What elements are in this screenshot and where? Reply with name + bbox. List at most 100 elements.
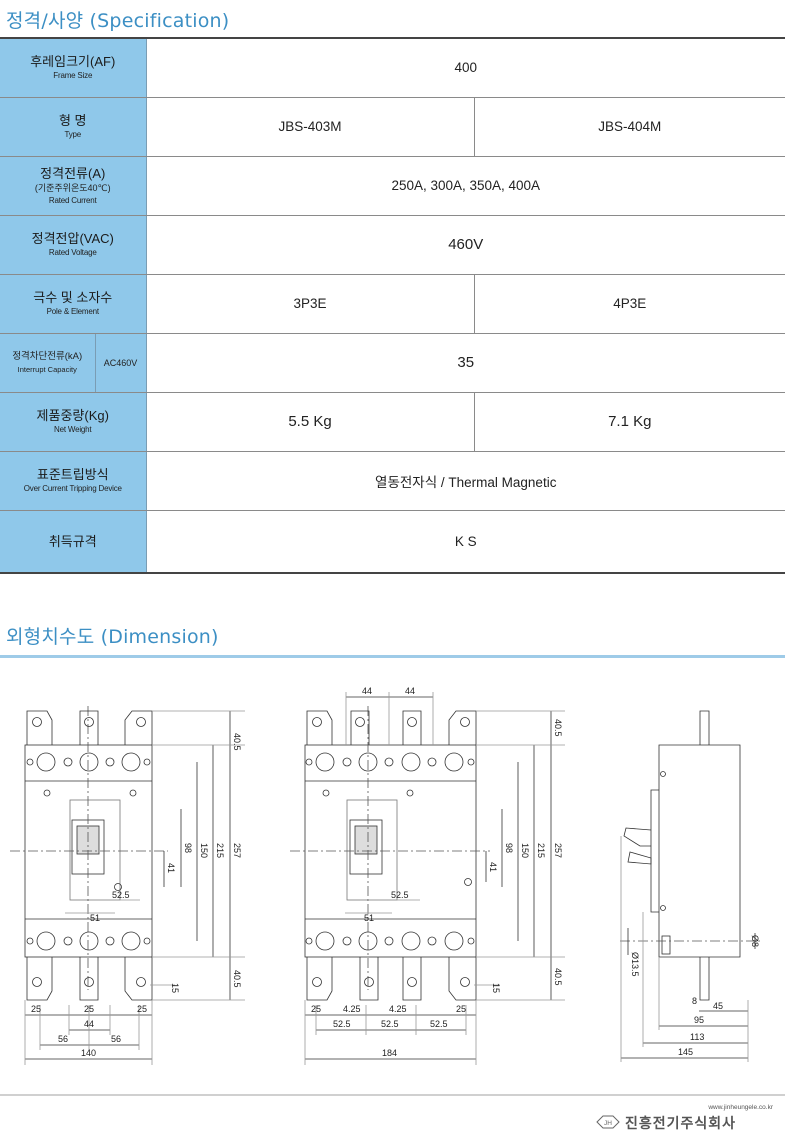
spec-row-cert: 취득규격 K S [0, 510, 785, 573]
dimension-title-rule [0, 655, 785, 658]
spec-row-type: 형 명 Type JBS-403M JBS-404M [0, 97, 785, 157]
dim-4p-bottom-height: 40.5 [553, 968, 563, 986]
label-en: Rated Current [48, 195, 97, 205]
label-ko: 표준트립방식 [36, 467, 109, 482]
dim-3p-v5: 41 [166, 863, 176, 873]
dim-3p-v3: 215 [215, 843, 225, 858]
dim-3p-bottom-height: 40.5 [232, 970, 242, 988]
label-sub: (기준주위온도40℃) [34, 182, 111, 193]
dim-4p-width: 184 [382, 1048, 397, 1058]
spec-section-title: 정격/사양 (Specification) [6, 10, 230, 32]
dim-3p-v2: 150 [199, 843, 209, 858]
dim-4p-bottom-2: 4.25 [389, 1004, 407, 1014]
dim-3p-pitch-1: 56 [111, 1034, 121, 1044]
spec-label-type: 형 명 Type [0, 97, 147, 157]
front-view-3p [10, 706, 245, 1065]
spec-value-poles-4p: 4P3E [473, 274, 785, 334]
spec-row-voltage: 정격전압(VAC) Rated Voltage 460V [0, 215, 785, 275]
label-ko: 정격전압(VAC) [31, 231, 114, 246]
dim-4p-h2: 51 [364, 913, 374, 923]
company-logo-text: JH [604, 1120, 612, 1127]
spec-table: 후레임크기(AF) Frame Size 400 형 명 Type JBS-40… [0, 37, 785, 574]
dim-4p-pitch-2: 52.5 [430, 1019, 448, 1029]
spec-row-tripping: 표준트립방식 Over Current Tripping Device 열동전자… [0, 451, 785, 511]
spec-label-poles: 극수 및 소자수 Pole & Element [0, 274, 147, 334]
label-en: Over Current Tripping Device [23, 484, 122, 493]
dimension-drawing: 40.5 40.5 257 215 150 98 41 52.5 51 15 2… [0, 660, 785, 1100]
dim-3p-v4: 257 [232, 843, 242, 858]
dim-3p-width: 140 [81, 1048, 96, 1058]
dim-4p-v1: 98 [504, 843, 514, 853]
dim-4p-top-pitch-1: 44 [405, 686, 415, 696]
spec-label-cert: 취득규격 [0, 510, 147, 573]
dim-side-hole: Ø8 [750, 935, 760, 947]
dim-side-d5: 145 [678, 1047, 693, 1057]
label-en: Pole & Element [46, 307, 100, 316]
dim-3p-bottom-1: 25 [84, 1004, 94, 1014]
label-ko: 제품중량(Kg) [36, 408, 109, 423]
spec-value-voltage: 460V [146, 215, 785, 275]
spec-row-frame: 후레임크기(AF) Frame Size 400 [0, 38, 785, 98]
dim-4p-top-pitch-0: 44 [362, 686, 372, 696]
dim-4p-v4: 257 [553, 843, 563, 858]
dim-4p-v2: 150 [520, 843, 530, 858]
company-logo-icon: JH [596, 1115, 620, 1129]
label-en: Frame Size [53, 71, 93, 81]
spec-label-current: 정격전류(A) (기준주위온도40℃) Rated Current [0, 156, 147, 216]
dim-3p-top-height: 40.5 [232, 733, 242, 751]
spec-value-current: 250A, 300A, 350A, 400A [146, 156, 785, 216]
dimension-section-title: 외형치수도 (Dimension) [6, 626, 219, 648]
spec-value-interrupt: 35 [146, 333, 785, 393]
dim-3p-h1: 52.5 [112, 890, 130, 900]
dim-side-d2: 45 [713, 1001, 723, 1011]
spec-label-tripping: 표준트립방식 Over Current Tripping Device [0, 451, 147, 511]
dim-3p-center: 44 [84, 1019, 94, 1029]
spec-value-weight-4p: 7.1 Kg [473, 392, 785, 452]
spec-label-voltage: 정격전압(VAC) Rated Voltage [0, 215, 147, 275]
label-en: Type [64, 130, 82, 139]
company-name: 진흥전기주식회사 [625, 1116, 737, 1132]
spec-value-type-4p: JBS-404M [473, 97, 785, 157]
spec-value-frame: 400 [146, 38, 785, 98]
dim-4p-top-height: 40.5 [553, 719, 563, 737]
dim-side-d3: 95 [694, 1015, 704, 1025]
spec-value-poles-3p: 3P3E [146, 274, 474, 334]
label-ko: 정격전류(A) [40, 165, 106, 181]
label-en: Net Weight [54, 425, 92, 434]
spec-value-cert: K S [454, 533, 477, 549]
spec-value-tripping: 열동전자식 / Thermal Magnetic [146, 451, 785, 511]
label-en: Rated Voltage [48, 248, 97, 257]
front-view-4p [290, 692, 565, 1065]
spec-row-poles: 극수 및 소자수 Pole & Element 3P3E 4P3E [0, 274, 785, 334]
dim-3p-bottom-2: 25 [137, 1004, 147, 1014]
dim-side-d1: 8 [692, 996, 697, 1006]
dim-4p-v3: 215 [536, 843, 546, 858]
dim-3p-bottom-0: 25 [31, 1004, 41, 1014]
footer: www.jinheungele.co.kr JH 진흥전기주식회사 [595, 1104, 775, 1132]
spec-value-type-3p: JBS-403M [146, 97, 474, 157]
spec-label-interrupt: 정격차단전류(kA) Interrupt Capacity [0, 333, 96, 393]
spec-label-interrupt-condition: AC460V [94, 333, 147, 393]
dim-4p-terminal: 15 [491, 983, 501, 993]
spec-label-frame: 후레임크기(AF) Frame Size [0, 38, 147, 98]
dim-4p-v5: 41 [488, 862, 498, 872]
dim-3p-v1: 98 [183, 843, 193, 853]
dim-side-boss: Ø13.5 [630, 952, 640, 977]
label-ko: 형 명 [58, 113, 87, 128]
dim-3p-pitch-0: 56 [58, 1034, 68, 1044]
footer-url: www.jinheungele.co.kr [708, 1104, 773, 1111]
spec-row-current: 정격전류(A) (기준주위온도40℃) Rated Current 250A, … [0, 156, 785, 216]
dim-4p-pitch-0: 52.5 [333, 1019, 351, 1029]
label-ko: 정격차단전류(kA) [12, 351, 83, 362]
footer-rule [0, 1094, 785, 1096]
label-ko: 취득규격 [48, 533, 97, 549]
label-ko: 후레임크기(AF) [30, 54, 116, 70]
dim-side-d4: 113 [690, 1032, 704, 1042]
spec-label-weight: 제품중량(Kg) Net Weight [0, 392, 147, 452]
dim-4p-h1: 52.5 [391, 890, 409, 900]
dim-4p-bottom-1: 4.25 [343, 1004, 361, 1014]
spec-row-interrupt: 정격차단전류(kA) Interrupt Capacity AC460V 35 [0, 333, 785, 393]
side-view [620, 710, 760, 1062]
label-ko: 극수 및 소자수 [33, 290, 113, 305]
dim-4p-pitch-1: 52.5 [381, 1019, 399, 1029]
